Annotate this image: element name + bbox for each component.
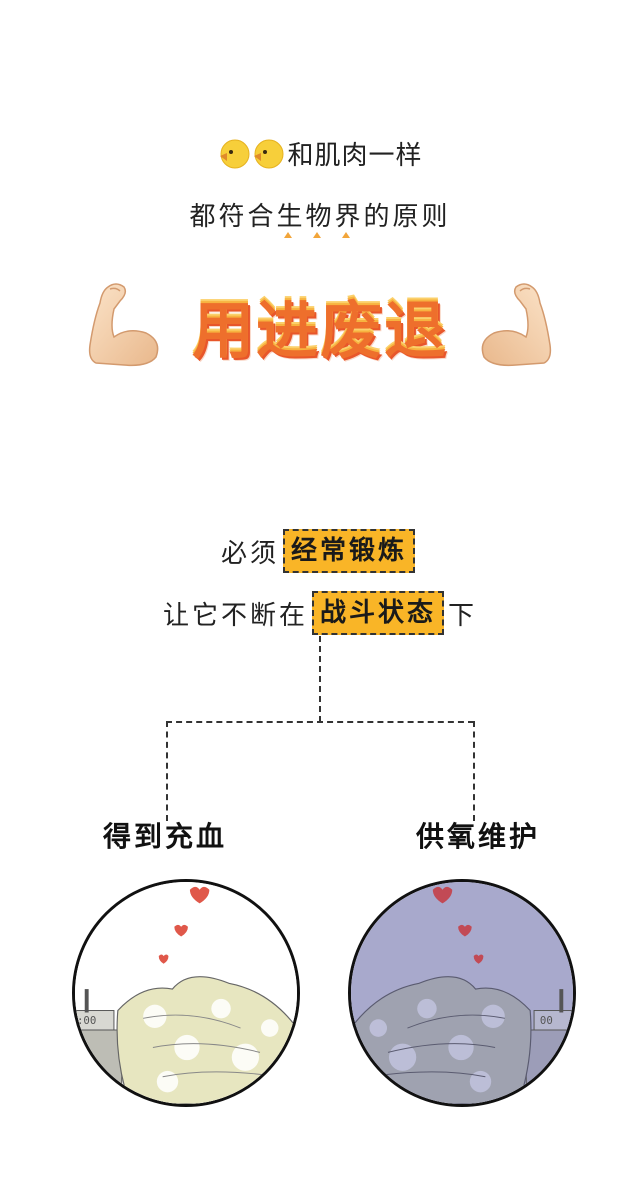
- intro-text-1: 和肌肉一样: [287, 140, 423, 171]
- sleeping-under-blanket-icon: 00: [351, 882, 573, 1104]
- svg-text:00: 00: [540, 1014, 553, 1027]
- highlight-box-1: 经常锻炼: [283, 529, 416, 573]
- statement-suffix-2: 下: [448, 600, 478, 631]
- intro-line-1: 和肌肉一样: [0, 133, 640, 173]
- emphasis-dot-icon: [342, 232, 350, 238]
- baby-chick-icon: [217, 136, 251, 170]
- illustration-left: :00: [72, 879, 300, 1107]
- statement-prefix-2: 让它不断在: [162, 600, 308, 631]
- slogan-banner: 用进废退: [84, 270, 556, 380]
- statement-line-2: 让它不断在 战斗状态 下: [0, 590, 640, 636]
- branch-label-left: 得到充血: [103, 820, 228, 853]
- illustration-right: 00: [348, 879, 576, 1107]
- intro-text-2: 都符合生物界的原则: [189, 202, 451, 232]
- sleeping-under-blanket-icon: :00: [75, 882, 297, 1104]
- connector-right: [473, 721, 475, 821]
- connector-left: [166, 721, 168, 821]
- branch-label-right: 供氧维护: [416, 820, 541, 853]
- highlight-box-2: 战斗状态: [311, 591, 444, 635]
- svg-text::00: :00: [77, 1014, 96, 1027]
- flexed-biceps-icon: [84, 279, 164, 371]
- slogan-text: 用进废退: [191, 294, 448, 367]
- flexed-biceps-icon: [476, 279, 556, 371]
- emphasis-dot-icon: [284, 232, 292, 238]
- emphasis-dot-icon: [313, 232, 321, 238]
- statement-line-1: 必须 经常锻炼: [0, 528, 640, 574]
- emphasis-dots: [280, 232, 370, 242]
- statement-prefix-1: 必须: [220, 538, 279, 569]
- connector-crossbar: [166, 721, 474, 723]
- baby-chick-icon: [251, 136, 285, 170]
- connector-trunk: [319, 636, 321, 722]
